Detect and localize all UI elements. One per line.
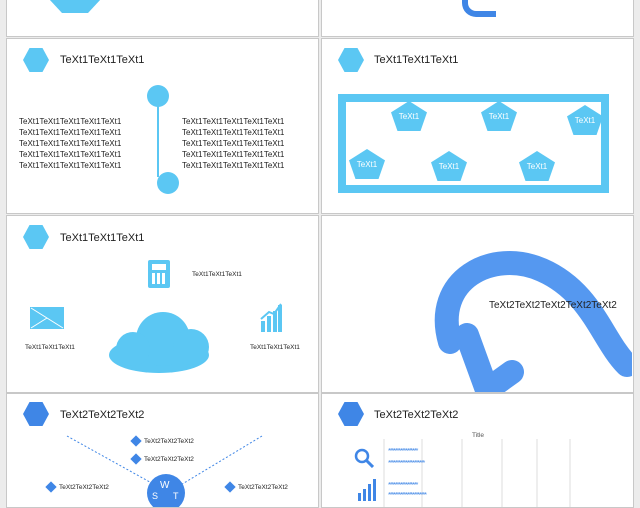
slide-thumbnail-6[interactable]: TeXt2TeXt2TeXt2TeXt2TeXt2 [321,215,634,393]
slide-thumbnail-1[interactable] [6,0,319,37]
star-bar: ***************** [388,448,418,455]
calculator-icon [148,260,170,288]
star-bar: ********************* [388,460,425,467]
item-label: TeXt2TeXt2TeXt2 [144,438,194,445]
frame-shape [338,94,609,193]
hexagon-icon [338,48,364,72]
swot-letter: T [173,491,179,501]
curve-shape [462,0,496,17]
hexagon-icon [49,0,101,13]
cloud-icon [107,311,211,375]
hexagon-icon [23,225,49,249]
slide-title: TeXt2TeXt2TeXt2 [374,409,459,421]
slide-thumbnail-7[interactable]: TeXt2TeXt2TeXt2 TeXt2TeXt2TeXt2 TeXt2TeX… [6,393,319,508]
hexagon-icon [338,402,364,426]
slide-title: TeXt1TeXt1TeXt1 [60,232,145,244]
timeline-dot-top [147,85,169,107]
timeline-dot-bottom [157,172,179,194]
swot-letter: W [160,480,170,491]
chart-label: TeXt1TeXt1TeXt1 [250,344,300,351]
number-two-shape [432,240,632,392]
bar-chart-icon [260,302,282,332]
bar-chart-icon [358,479,376,501]
timeline-line [157,105,159,177]
slide-text: TeXt2TeXt2TeXt2TeXt2TeXt2 [489,300,617,311]
slide-title: TeXt1TeXt1TeXt1 [374,54,459,66]
slide-title: TeXt2TeXt2TeXt2 [60,409,145,421]
slide-thumbnail-3[interactable]: TeXt1TeXt1TeXt1 TeXt1TeXt1TeXt1TeXt1TeXt… [6,38,319,214]
search-icon [354,448,375,469]
star-bar: ********************** [388,492,427,499]
slide-thumbnail-2[interactable] [321,0,634,37]
item-label: TeXt2TeXt2TeXt2 [144,456,194,463]
slide-thumbnail-5[interactable]: TeXt1TeXt1TeXt1 TeXt1TeXt1TeXt1 TeXt1TeX… [6,215,319,393]
slide-thumbnail-4[interactable]: TeXt1TeXt1TeXt1 TeXt1 TeXt1 TeXt1 TeXt1 … [321,38,634,214]
mail-label: TeXt1TeXt1TeXt1 [25,344,75,351]
mail-icon [30,307,64,329]
calculator-label: TeXt1TeXt1TeXt1 [192,271,242,278]
item-label: TeXt2TeXt2TeXt2 [59,484,109,491]
hexagon-icon [23,48,49,72]
swot-letter: S [152,491,159,501]
item-label: TeXt2TeXt2TeXt2 [238,484,288,491]
slide-thumbnail-8[interactable]: TeXt2TeXt2TeXt2 Title ***************** … [321,393,634,508]
chart-title: Title [472,432,485,439]
slide-title: TeXt1TeXt1TeXt1 [60,54,145,66]
star-bar: ***************** [388,482,418,489]
